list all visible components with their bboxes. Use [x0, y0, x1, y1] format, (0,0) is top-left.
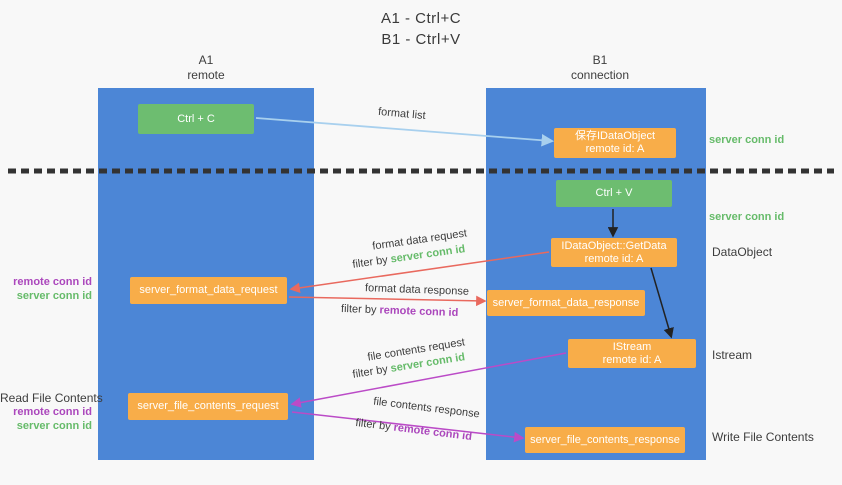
format-data-response-arrow [288, 295, 487, 307]
server-file-contents-response-node: server_file_contents_response [525, 427, 685, 453]
right-note-write-file-contents: Write File Contents [712, 430, 814, 444]
getdata-subtitle: remote id: A [584, 252, 644, 265]
ctrl-c-label: Ctrl + C [177, 112, 215, 125]
lifeline-b1-role: connection [570, 68, 630, 82]
lifeline-a1-header: A1 remote [136, 53, 276, 83]
save-idataobject-subtitle: remote id: A [585, 143, 645, 155]
right-note-istream: Istream [712, 348, 753, 362]
istream-node: IStream remote id: A [568, 339, 696, 368]
filter-by-text: filter by [340, 302, 377, 317]
left-note-remote-conn-id-1: remote conn id [13, 276, 92, 288]
ctrl-c-action-node: Ctrl + C [138, 104, 254, 134]
server-format-data-request-node: server_format_data_request [130, 277, 287, 304]
save-idataobject-title: 保存IDataObject [574, 130, 656, 142]
left-note-server-conn-id-1: server conn id [16, 290, 92, 302]
getdata-to-istream-arrow [650, 267, 674, 339]
server-file-contents-response-label: server_file_contents_response [530, 433, 680, 446]
getdata-title: IDataObject::GetData [561, 239, 667, 252]
right-note-server-conn-id-1: server conn id [709, 134, 785, 146]
save-idataobject-node: 保存IDataObject remote id: A [554, 128, 676, 158]
lifeline-b1-name: B1 [592, 53, 608, 67]
right-note-dataobject: DataObject [712, 245, 773, 259]
server-file-contents-request-node: server_file_contents_request [128, 393, 288, 420]
server-file-contents-request-label: server_file_contents_request [137, 400, 279, 412]
server-format-data-response-label: server_format_data_response [492, 296, 640, 309]
ctrl-v-action-node: Ctrl + V [556, 180, 672, 207]
left-note-remote-conn-id-2: remote conn id [13, 406, 92, 418]
server-format-data-response-node: server_format_data_response [487, 290, 645, 316]
ctrl-v-label: Ctrl + V [595, 187, 633, 199]
left-note-read-file-contents: Read File Contents [0, 391, 103, 405]
title-line-2: B1 - Ctrl+V [381, 31, 461, 48]
istream-title: IStream [612, 340, 652, 353]
lifeline-a1-name: A1 [198, 53, 214, 67]
file-contents-request-arrow [290, 352, 567, 408]
lifeline-a1-role: remote [187, 68, 225, 82]
format-list-arrow [255, 117, 555, 147]
file-contents-response-arrow [291, 411, 525, 443]
idataobject-getdata-node: IDataObject::GetData remote id: A [551, 238, 677, 267]
lifeline-b1-header: B1 connection [530, 53, 670, 83]
right-note-server-conn-id-2: server conn id [709, 211, 785, 223]
server-format-data-request-label: server_format_data_request [139, 284, 278, 296]
diagram-title: A1 - Ctrl+C B1 - Ctrl+V [0, 8, 842, 50]
istream-subtitle: remote id: A [602, 353, 662, 366]
title-line-1: A1 - Ctrl+C [380, 10, 462, 27]
format-data-request-arrow [289, 251, 550, 294]
left-note-server-conn-id-2: server conn id [16, 420, 92, 432]
